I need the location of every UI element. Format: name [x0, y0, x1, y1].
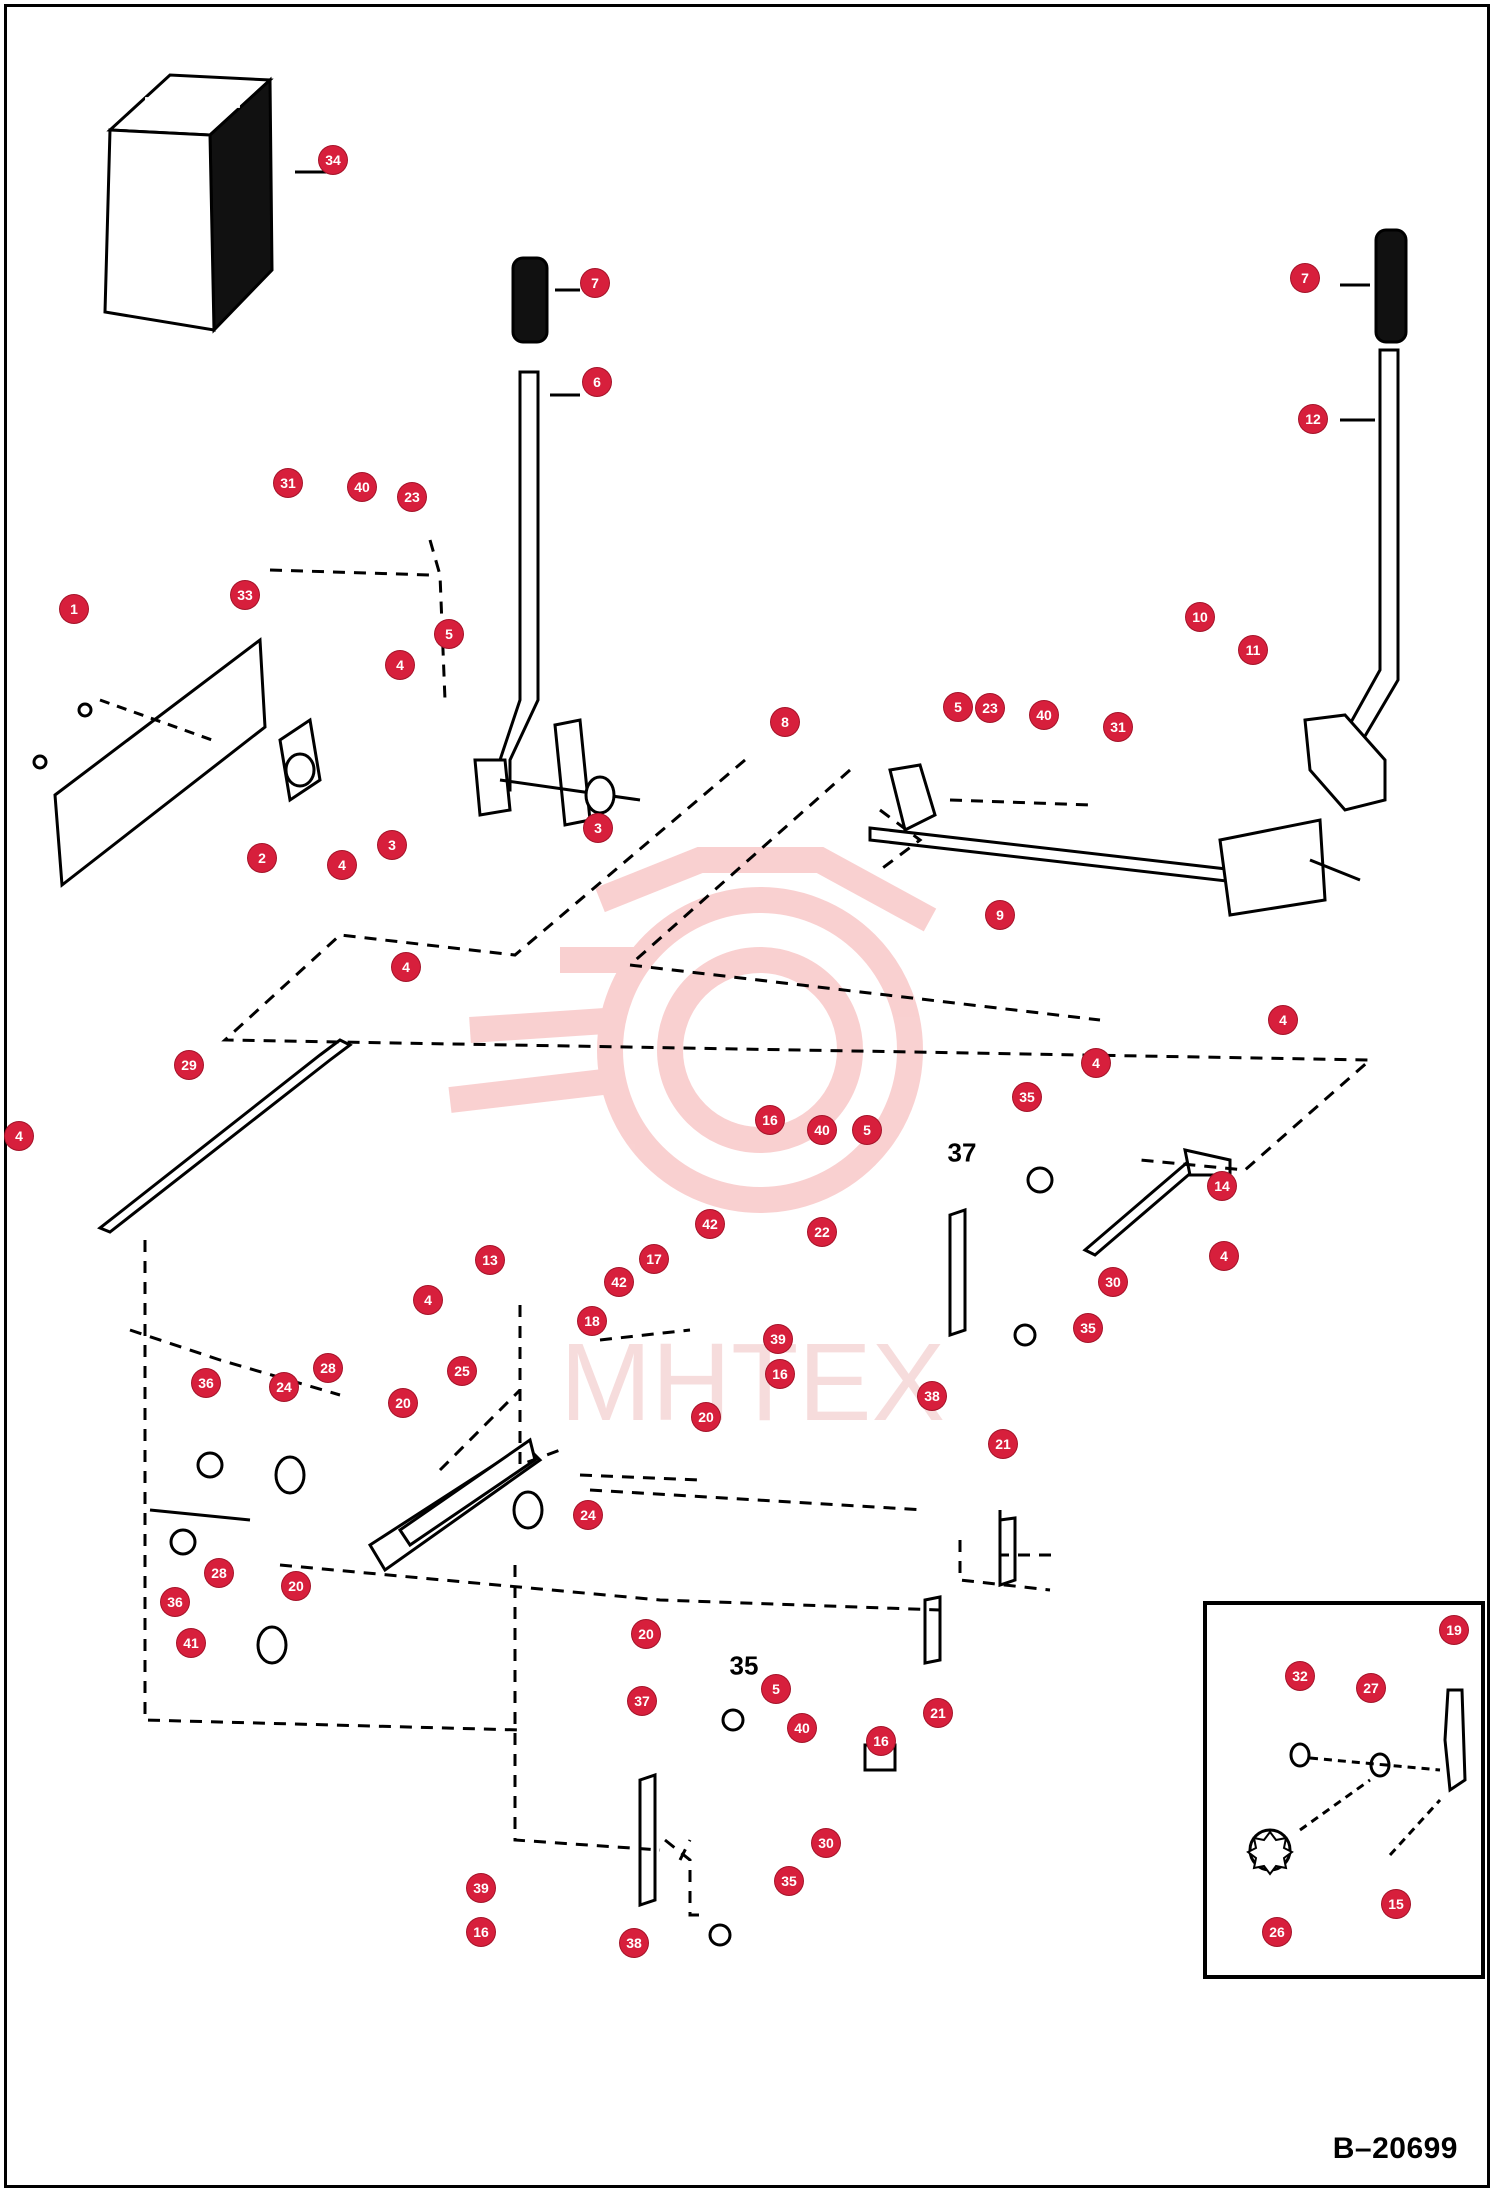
- decal-block: [103, 73, 330, 334]
- callout-21: 21: [989, 1430, 1017, 1458]
- callout-20: 20: [389, 1389, 417, 1417]
- callout-6: 6: [583, 368, 611, 396]
- callout-8: 8: [771, 708, 799, 736]
- callout-26: 26: [1263, 1918, 1291, 1946]
- callout-35-2: 35: [1074, 1314, 1102, 1342]
- callout-30: 30: [1099, 1268, 1127, 1296]
- callout-31: 31: [274, 469, 302, 497]
- watermark-logo: [448, 847, 937, 1213]
- right-control-lever: [1303, 228, 1408, 812]
- callout-9: 9: [986, 901, 1014, 929]
- callout-14: 14: [1208, 1172, 1236, 1200]
- callout-1: 1: [60, 595, 88, 623]
- callout-16: 16: [756, 1106, 784, 1134]
- callout-4-7: 4: [1210, 1242, 1238, 1270]
- callout-42: 42: [696, 1210, 724, 1238]
- left-shaft-assembly: [278, 717, 641, 827]
- callout-27: 27: [1357, 1674, 1385, 1702]
- callout-5-4: 5: [762, 1675, 790, 1703]
- detail-inset: [1203, 1601, 1485, 1979]
- callout-18: 18: [578, 1307, 606, 1335]
- callout-4: 4: [386, 651, 414, 679]
- callout-4-8: 4: [414, 1286, 442, 1314]
- callout-40-2: 40: [808, 1116, 836, 1144]
- callout-19: 19: [1440, 1616, 1468, 1644]
- callout-16-2: 16: [766, 1360, 794, 1388]
- callout-13: 13: [476, 1246, 504, 1274]
- callout-30-2: 30: [812, 1829, 840, 1857]
- callout-20-3: 20: [282, 1572, 310, 1600]
- callout-17: 17: [640, 1245, 668, 1273]
- callout-39-2: 39: [467, 1874, 495, 1902]
- callout-41: 41: [177, 1629, 205, 1657]
- callout-3-2: 3: [584, 814, 612, 842]
- callout-28-2: 28: [205, 1559, 233, 1587]
- callout-22: 22: [808, 1218, 836, 1246]
- callout-37: 37: [628, 1687, 656, 1715]
- callout-28: 28: [314, 1354, 342, 1382]
- callout-4-5: 4: [1082, 1049, 1110, 1077]
- callout-24-2: 24: [574, 1501, 602, 1529]
- callout-2: 2: [248, 844, 276, 872]
- callout-10: 10: [1186, 603, 1214, 631]
- callout-39: 39: [764, 1325, 792, 1353]
- figure-number: B–20699: [1332, 2132, 1458, 2165]
- callout-38-2: 38: [620, 1929, 648, 1957]
- callout-32: 32: [1286, 1662, 1314, 1690]
- callout-40: 40: [348, 473, 376, 501]
- callout-31-2: 31: [1104, 713, 1132, 741]
- callout-4-2: 4: [328, 851, 356, 879]
- callout-25: 25: [448, 1357, 476, 1385]
- callout-7: 7: [581, 269, 609, 297]
- callout-5-2: 5: [944, 693, 972, 721]
- callout-23-2: 23: [976, 694, 1004, 722]
- callout-3: 3: [378, 831, 406, 859]
- watermark-text: MHTEX: [560, 1321, 945, 1444]
- callout-21-2: 21: [924, 1699, 952, 1727]
- callout-12: 12: [1299, 405, 1327, 433]
- callout-16-4: 16: [467, 1918, 495, 1946]
- callout-20-4: 20: [632, 1620, 660, 1648]
- callout-35-3: 35: [775, 1867, 803, 1895]
- callout-11: 11: [1239, 636, 1267, 664]
- callout-5-3: 5: [853, 1116, 881, 1144]
- cross-shaft: [868, 763, 1361, 917]
- callout-4-6: 4: [5, 1122, 33, 1150]
- callout-15: 15: [1382, 1890, 1410, 1918]
- lower-linkage: [97, 1038, 1232, 1947]
- callout-20-2: 20: [692, 1403, 720, 1431]
- callout-5: 5: [435, 620, 463, 648]
- callout-42-2: 42: [605, 1268, 633, 1296]
- plain-label-35: 35: [729, 1650, 759, 1681]
- callout-33: 33: [231, 581, 259, 609]
- callout-29: 29: [175, 1051, 203, 1079]
- left-control-lever: [498, 256, 580, 792]
- callout-35: 35: [1013, 1083, 1041, 1111]
- plain-label-37: 37: [947, 1137, 977, 1168]
- callout-36-2: 36: [161, 1588, 189, 1616]
- callout-40-4: 40: [788, 1714, 816, 1742]
- callout-40-3: 40: [1030, 701, 1058, 729]
- callout-4-4: 4: [1269, 1006, 1297, 1034]
- callout-38: 38: [918, 1382, 946, 1410]
- mounting-plate: [32, 637, 267, 888]
- callout-23: 23: [398, 483, 426, 511]
- callout-16-3: 16: [867, 1727, 895, 1755]
- callout-4-3: 4: [392, 953, 420, 981]
- callout-34: 34: [319, 146, 347, 174]
- callout-24: 24: [270, 1373, 298, 1401]
- callout-36: 36: [192, 1369, 220, 1397]
- callout-7-2: 7: [1291, 264, 1319, 292]
- diagram-frame: [4, 4, 1490, 2188]
- dashed-assembly-lines: [129, 539, 1374, 1917]
